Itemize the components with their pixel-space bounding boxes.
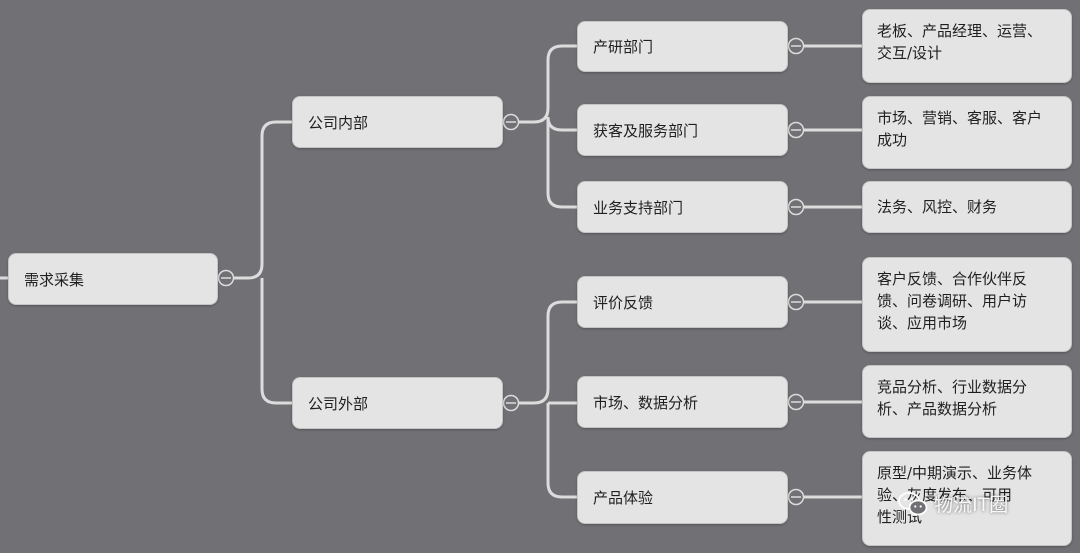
collapse-toggle-root[interactable] (217, 269, 235, 287)
branch-label: 公司外部 (308, 394, 369, 413)
branch-node-internal[interactable]: 公司内部 (292, 96, 503, 148)
collapse-toggle-acquisition[interactable] (787, 121, 805, 139)
detail-node-feedback[interactable]: 客户反馈、合作伙伴反 馈、问卷调研、用户访 谈、应用市场 (862, 257, 1072, 352)
collapse-toggle-market[interactable] (787, 393, 805, 411)
child-node-rd[interactable]: 产研部门 (577, 21, 788, 72)
root-label: 需求采集 (24, 270, 85, 289)
connector-root-branches (234, 120, 292, 405)
child-label: 业务支持部门 (593, 198, 684, 217)
child-label: 评价反馈 (593, 293, 654, 312)
collapse-toggle-feedback[interactable] (787, 293, 805, 311)
connector-branch-external (519, 300, 577, 499)
branch-label: 公司内部 (308, 113, 369, 132)
detail-line: 成功 (877, 131, 908, 149)
detail-line: 老板、产品经理、运营、 (877, 22, 1043, 40)
child-label: 产研部门 (593, 38, 654, 56)
detail-line: 客户反馈、合作伙伴反 (877, 270, 1028, 288)
child-node-feedback[interactable]: 评价反馈 (577, 276, 788, 328)
connector-leaf-links (804, 44, 862, 499)
collapse-toggle-internal[interactable] (502, 113, 520, 131)
collapse-toggle-experience[interactable] (787, 488, 805, 506)
detail-line: 馈、问卷调研、用户访 (877, 292, 1028, 310)
child-node-experience[interactable]: 产品体验 (577, 471, 788, 524)
detail-line: 竞品分析、行业数据分 (877, 378, 1028, 396)
detail-node-market[interactable]: 竞品分析、行业数据分 析、产品数据分析 (862, 365, 1072, 438)
connector-branch-internal (519, 44, 577, 209)
detail-line: 交互/设计 (877, 44, 943, 62)
detail-line: 性测试 (877, 508, 923, 526)
child-label: 市场、数据分析 (593, 393, 699, 412)
collapse-toggle-rd[interactable] (787, 37, 805, 55)
watermark: 物流IT圈 (898, 490, 1008, 517)
wechat-icon (898, 491, 928, 515)
child-node-acquisition[interactable]: 获客及服务部门 (577, 104, 788, 156)
watermark-text: 物流IT圈 (934, 494, 1009, 516)
child-label: 获客及服务部门 (593, 121, 699, 140)
detail-line: 法务、风控、财务 (877, 198, 998, 216)
root-node[interactable]: 需求采集 (8, 253, 218, 305)
detail-node-rd[interactable]: 老板、产品经理、运营、 交互/设计 (862, 9, 1072, 83)
branch-node-external[interactable]: 公司外部 (292, 377, 503, 429)
collapse-toggle-external[interactable] (502, 394, 520, 412)
child-node-support[interactable]: 业务支持部门 (577, 181, 788, 233)
detail-line: 验、灰度发布、可用 (877, 486, 1013, 504)
detail-line: 谈、应用市场 (877, 314, 968, 332)
child-label: 产品体验 (593, 489, 654, 507)
detail-node-acquisition[interactable]: 市场、营销、客服、客户 成功 (862, 96, 1072, 169)
detail-node-experience[interactable]: 原型/中期演示、业务体 验、灰度发布、可用 性测试 (862, 451, 1072, 546)
detail-line: 析、产品数据分析 (877, 400, 998, 418)
detail-line: 市场、营销、客服、客户 (877, 109, 1043, 127)
collapse-toggle-support[interactable] (787, 198, 805, 216)
detail-line: 原型/中期演示、业务体 (877, 464, 1033, 482)
detail-node-support[interactable]: 法务、风控、财务 (862, 181, 1072, 233)
child-node-market[interactable]: 市场、数据分析 (577, 376, 788, 428)
